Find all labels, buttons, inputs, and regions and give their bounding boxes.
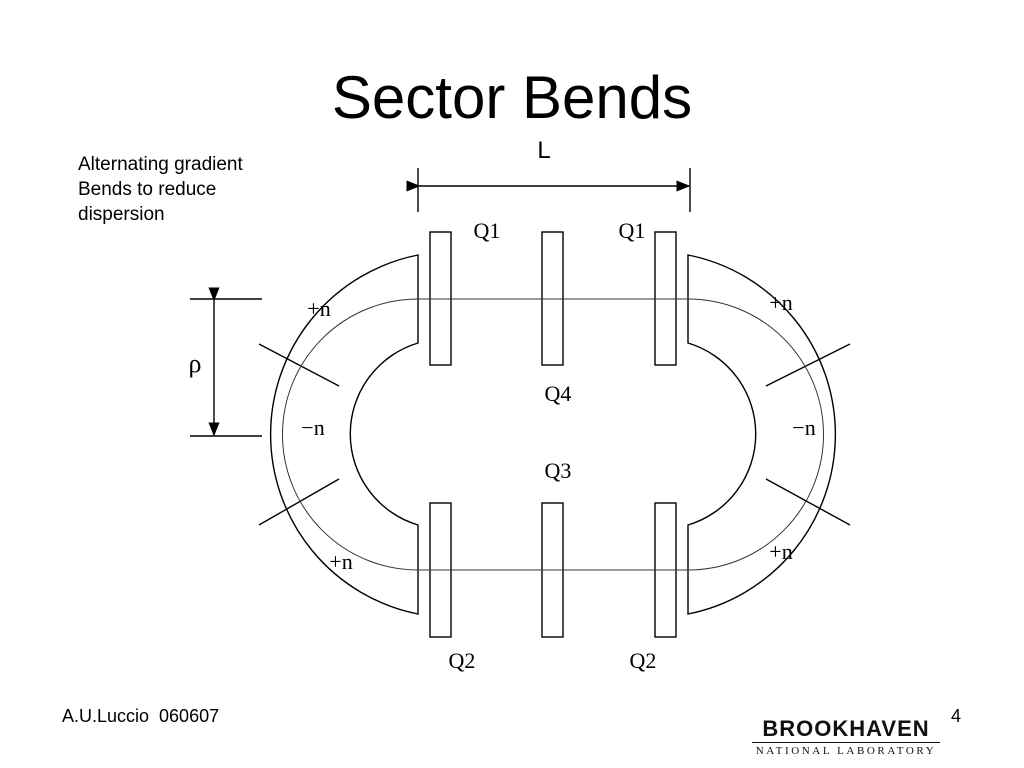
logo-subtitle: NATIONAL LABORATORY	[755, 745, 937, 757]
quad-label-q1-right: Q1	[619, 218, 646, 243]
quad-label-q4: Q4	[545, 381, 572, 406]
quad-label-q1-left: Q1	[474, 218, 501, 243]
right-bend-divider-top	[765, 343, 851, 387]
logo-name: BROOKHAVEN	[762, 716, 930, 741]
quad-label-q2-right: Q2	[630, 648, 657, 673]
side-note-line: dispersion	[78, 204, 165, 225]
bend-label-right-bottom: +n	[769, 539, 792, 564]
bend-label-left-middle: −n	[301, 415, 324, 440]
bend-label-left-bottom: +n	[329, 549, 352, 574]
footer-author: A.U.Luccio 060607	[62, 706, 220, 726]
radius-label: ρ	[189, 349, 202, 378]
slide-title: Sector Bends	[331, 64, 693, 131]
side-note-line: Bends to reduce	[78, 179, 217, 200]
quad-label-q3: Q3	[545, 458, 572, 483]
right-bend-magnet	[687, 254, 836, 615]
reference-orbit	[282, 298, 824, 571]
logo-divider	[752, 742, 940, 743]
bend-label-right-middle: −n	[792, 415, 815, 440]
bend-label-right-top: +n	[769, 290, 792, 315]
right-bend-divider-bottom	[765, 478, 851, 526]
quad-label-q2-left: Q2	[449, 648, 476, 673]
page-number: 4	[951, 706, 962, 726]
side-note-line: Alternating gradient	[78, 154, 243, 175]
side-note: Alternating gradient Bends to reduce dis…	[78, 152, 243, 227]
left-bend-divider-bottom	[258, 478, 340, 526]
length-label: L	[537, 137, 550, 164]
left-bend-divider-top	[258, 343, 340, 387]
left-bend-magnet	[270, 254, 419, 615]
brookhaven-logo: BROOKHAVEN NATIONAL LABORATORY	[748, 717, 944, 757]
bend-label-left-top: +n	[307, 296, 330, 321]
